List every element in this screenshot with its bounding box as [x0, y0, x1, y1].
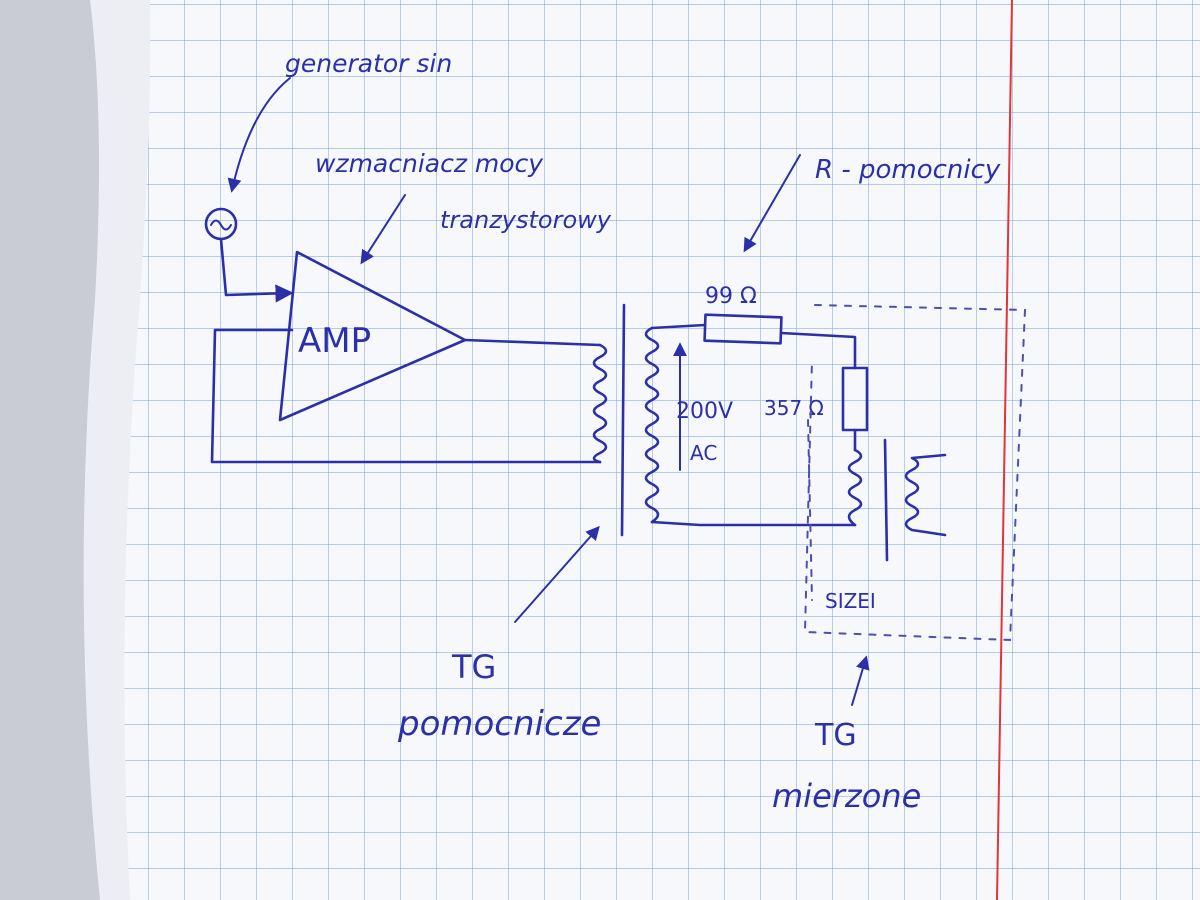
measured-pointer-arrow: [851, 655, 870, 706]
voltage-type-label: AC: [690, 441, 717, 465]
measured-primary-coil: [847, 448, 863, 527]
r1-value-label: 99 Ω: [705, 284, 757, 309]
amp-feedback-wire: [210, 328, 602, 464]
secondary-bottom-wire: [650, 520, 857, 527]
tg-aux-label-line2: pomocnicze: [397, 704, 601, 744]
amplifier-label-line2: tranzystorowy: [440, 206, 612, 234]
resistor-note-label: R - pomocnicy: [815, 155, 1001, 185]
secondary-top-wire: [650, 323, 707, 330]
transformer-core: [620, 303, 626, 537]
aux-pointer-arrow: [514, 525, 600, 623]
measured-secondary-coil: [904, 453, 947, 537]
secondary-coil: [644, 326, 660, 524]
sizei-label: SIZEI: [825, 589, 876, 613]
amp-block-label: AMP: [298, 321, 371, 361]
amp-output-wire: [463, 338, 602, 347]
amplifier-label-line1: wzmacniacz mocy: [315, 149, 544, 178]
margin-line: [996, 0, 1013, 900]
r2-value-label: 357 Ω: [764, 396, 824, 420]
tg-measured-label-line1: TG: [814, 718, 857, 753]
generator-label: generator sin: [285, 49, 452, 78]
voltage-label: 200V: [676, 399, 733, 424]
resistor-pointer-arrow: [743, 154, 801, 253]
tg-measured-label-line2: mierzone: [772, 777, 921, 815]
primary-coil: [592, 343, 608, 464]
generator-pointer-arrow: [227, 77, 291, 193]
generator-to-amp-wire: [219, 237, 294, 303]
amplifier-pointer-arrow: [360, 194, 406, 265]
enclosure-inner-dash: [807, 419, 813, 601]
sine-wave-icon: [210, 219, 232, 231]
resistor-99: [703, 313, 783, 345]
amplifier-triangle: [278, 250, 467, 422]
enclosure-dashed-box: [803, 304, 1027, 642]
measured-core: [883, 438, 889, 562]
grid-lines: [124, 0, 1200, 900]
resistor-right-wire: [779, 331, 857, 370]
tg-aux-label-line1: TG: [451, 648, 496, 686]
